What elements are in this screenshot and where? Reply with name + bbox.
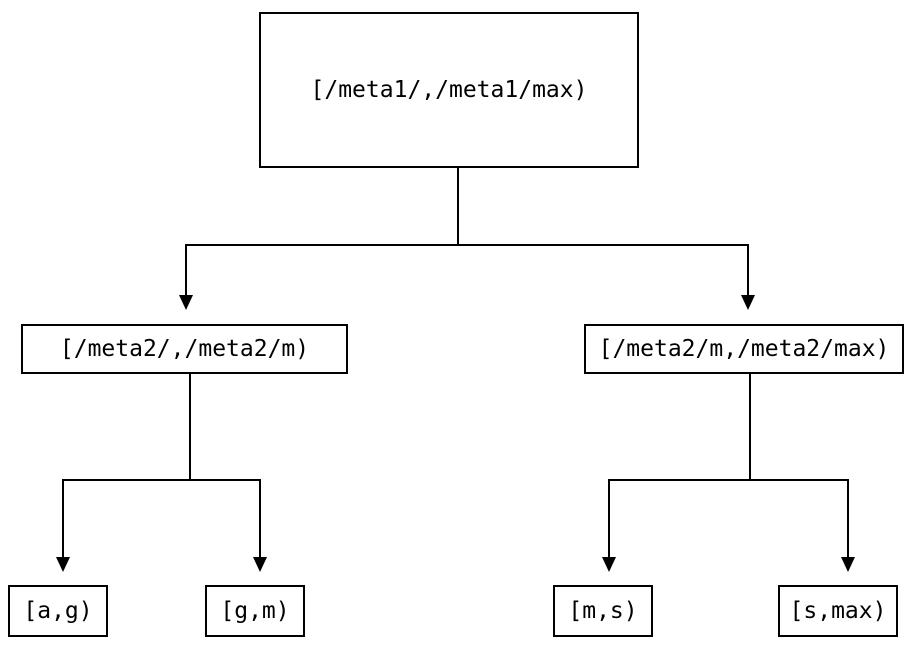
arrowhead-leaf-gm — [253, 557, 267, 572]
tree-node-leaf-gm-label: [g,m) — [220, 597, 290, 624]
arrowhead-leaf-ag — [56, 557, 70, 572]
tree-node-leaf-smax-label: [s,max) — [789, 597, 887, 624]
arrowhead-leaf-smax — [841, 557, 855, 572]
tree-node-leaf-ms[interactable]: [m,s) — [553, 585, 653, 637]
arrowhead-mid-right — [741, 295, 755, 310]
tree-node-leaf-gm[interactable]: [g,m) — [205, 585, 305, 637]
arrowhead-leaf-ms — [602, 557, 616, 572]
tree-node-root-label: [/meta1/,/meta1/max) — [310, 76, 588, 103]
tree-node-leaf-ms-label: [m,s) — [568, 597, 638, 624]
tree-node-mid-left[interactable]: [/meta2/,/meta2/m) — [21, 324, 348, 374]
tree-node-leaf-ag[interactable]: [a,g) — [8, 585, 108, 637]
arrowhead-mid-left — [179, 295, 193, 310]
tree-node-mid-left-label: [/meta2/,/meta2/m) — [59, 335, 310, 362]
tree-node-leaf-ag-label: [a,g) — [23, 597, 93, 624]
tree-node-mid-right[interactable]: [/meta2/m,/meta2/max) — [584, 324, 904, 374]
tree-node-leaf-smax[interactable]: [s,max) — [778, 585, 898, 637]
tree-node-mid-right-label: [/meta2/m,/meta2/max) — [598, 335, 890, 362]
tree-node-root[interactable]: [/meta1/,/meta1/max) — [259, 12, 639, 168]
